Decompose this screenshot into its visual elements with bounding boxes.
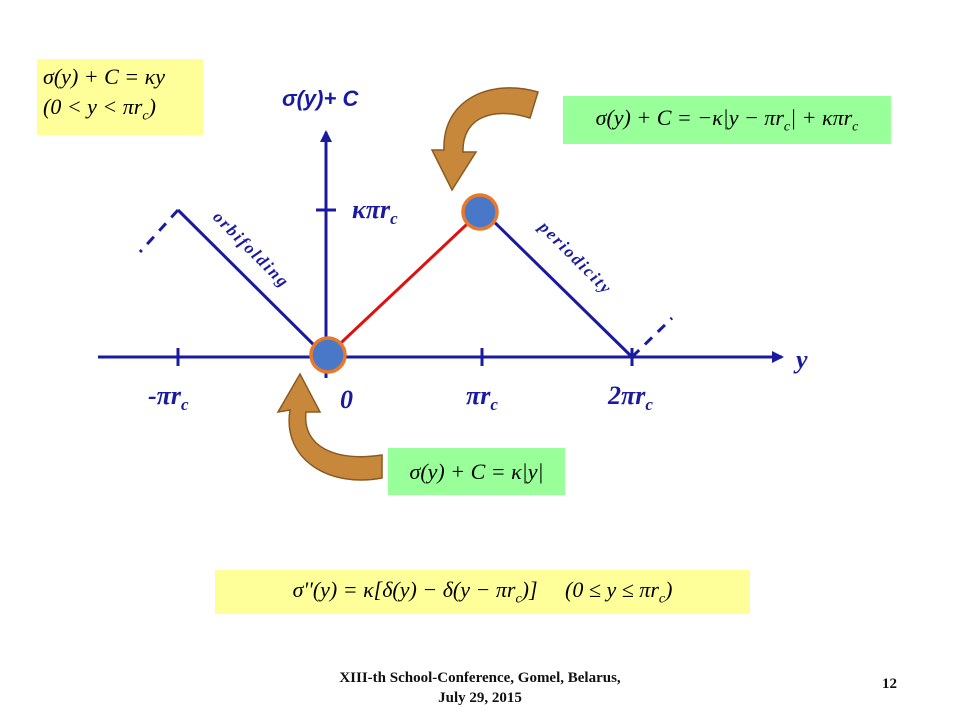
- equation-box-top-right: σ(y) + C = −κ|y − πrc| + κπrc: [563, 96, 891, 144]
- dashed-continuation-left: [138, 208, 180, 254]
- footer-conference: XIII-th School-Conference, Gomel, Belaru…: [300, 668, 660, 708]
- equation-periodic: σ(y) + C = −κ|y − πrc| + κπrc: [595, 104, 859, 135]
- segment-periodic-right: [480, 208, 634, 359]
- equation-box-middle: σ(y) + C = κ|y|: [388, 448, 565, 495]
- marker-origin: [309, 336, 347, 374]
- tick-label-kappa-pi-rc: κπrc: [352, 195, 398, 228]
- equation-box-top-left: σ(y) + C = κy (0 < y < πrc): [37, 59, 203, 135]
- tick-label-neg-pi-rc: -πrc: [148, 381, 189, 414]
- y-axis-label: σ(y)+ C: [282, 86, 359, 111]
- equation-box-bottom: σ''(y) = κ[δ(y) − δ(y − πrc)] (0 ≤ y ≤ π…: [215, 570, 750, 614]
- tick-label-pi-rc: πrc: [466, 381, 498, 414]
- footer-conference-line2: July 29, 2015: [438, 690, 522, 706]
- curved-arrow-top-icon: [430, 87, 539, 192]
- tick-label-two-pi-rc: 2πrc: [607, 381, 653, 414]
- label-orbifolding: orbifolding: [209, 207, 293, 291]
- equation-linear: σ(y) + C = κy: [43, 64, 165, 90]
- equation-second-derivative: σ''(y) = κ[δ(y) − δ(y − πrc)] (0 ≤ y ≤ π…: [292, 576, 673, 607]
- curved-arrow-bottom-icon: [276, 372, 383, 481]
- marker-peak: [461, 193, 499, 231]
- footer-conference-line1: XIII-th School-Conference, Gomel, Belaru…: [339, 670, 621, 686]
- x-axis-label: y: [793, 345, 808, 374]
- page-number: 12: [882, 676, 897, 692]
- tick-label-zero: 0: [340, 385, 353, 414]
- segment-orbifold-left: [176, 208, 328, 359]
- segment-fundamental-red: [324, 208, 484, 359]
- label-periodicity: periodicity: [534, 216, 616, 298]
- dashed-continuation-right: [630, 316, 674, 359]
- equation-domain: (0 < y < πrc): [43, 94, 156, 124]
- equation-absolute: σ(y) + C = κ|y|: [409, 458, 544, 484]
